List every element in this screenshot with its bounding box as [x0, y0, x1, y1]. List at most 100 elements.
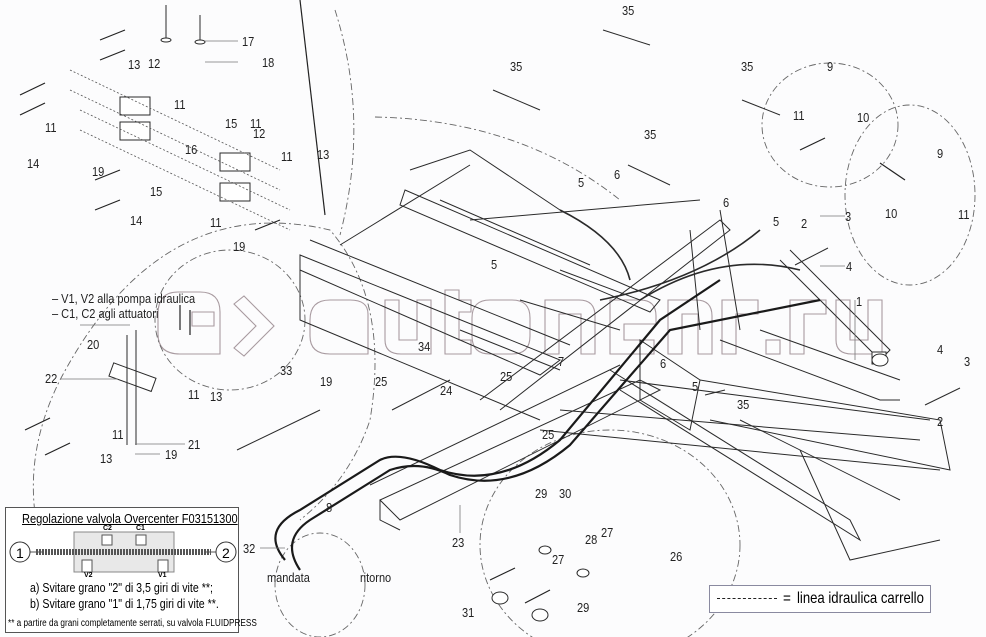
trailer-frame	[299, 149, 951, 561]
callout-29: 29	[577, 600, 590, 615]
callout-9: 9	[827, 59, 834, 74]
screw-label-2: 2	[222, 545, 230, 561]
callout-11: 11	[188, 387, 200, 402]
callout-11: 11	[112, 427, 124, 442]
callout-10: 10	[857, 110, 870, 125]
callout-22: 22	[45, 371, 58, 386]
watermark-logo	[157, 289, 883, 357]
callout-13: 13	[100, 451, 113, 466]
callout-2: 2	[801, 216, 808, 231]
overcenter-valve-section	[9, 531, 237, 573]
overcenter-title: Regolazione valvola Overcenter F03151300	[22, 511, 238, 526]
callout-35: 35	[622, 3, 635, 18]
callout-4: 4	[846, 259, 853, 274]
legend-text: linea idraulica carrello	[797, 590, 924, 607]
callout-33: 33	[280, 363, 293, 378]
overcenter-valve-exploded	[24, 305, 191, 456]
callout-8: 8	[326, 500, 333, 515]
callout-15: 15	[150, 184, 163, 199]
callout-14: 14	[27, 156, 40, 171]
callout-4: 4	[937, 342, 944, 357]
callout-11: 11	[45, 120, 57, 135]
callout-25: 25	[375, 374, 388, 389]
hydraulic-hose-long	[274, 279, 721, 561]
label-mandata: mandata	[267, 571, 310, 585]
valve-blocks-left	[19, 0, 326, 231]
callout-5: 5	[578, 175, 585, 190]
quick-couplers	[489, 545, 590, 622]
callout-6: 6	[723, 195, 730, 210]
callout-35: 35	[510, 59, 523, 74]
detail-circle-valves	[32, 222, 376, 541]
callout-25: 25	[542, 427, 555, 442]
callout-18: 18	[262, 55, 275, 70]
callout-2: 2	[937, 414, 944, 429]
callout-3: 3	[964, 354, 971, 369]
callout-5: 5	[491, 257, 498, 272]
note-c-ports: – C1, C2 agli attuatori	[52, 307, 159, 321]
callout-10: 10	[885, 206, 898, 221]
legend: = linea idraulica carrello	[709, 585, 931, 613]
callout-11: 11	[793, 108, 805, 123]
callout-15: 15	[225, 116, 238, 131]
callout-11: 11	[250, 116, 262, 131]
callout-16: 16	[185, 142, 198, 157]
port-label-v1: V1	[158, 572, 167, 579]
leader-lines	[60, 40, 856, 549]
callout-7: 7	[558, 354, 565, 369]
callout-12: 12	[253, 126, 266, 141]
callout-9: 9	[937, 146, 944, 161]
callout-35: 35	[741, 59, 754, 74]
label-ritorno: ritorno	[360, 571, 392, 585]
callout-34: 34	[418, 339, 431, 354]
callout-30: 30	[559, 486, 572, 501]
callout-35: 35	[737, 397, 750, 412]
callout-5: 5	[773, 214, 780, 229]
callout-19: 19	[165, 447, 178, 462]
callout-28: 28	[585, 532, 598, 547]
callout-3: 3	[845, 209, 852, 224]
port-label-v2: V2	[84, 572, 93, 579]
callout-14: 14	[130, 213, 143, 228]
detail-circle-fittings-2	[844, 104, 976, 286]
callout-21: 21	[188, 437, 201, 452]
callout-11: 11	[958, 207, 970, 222]
port-label-c2: C2	[103, 525, 112, 532]
callout-23: 23	[452, 535, 465, 550]
note-v-ports: – V1, V2 alla pompa idraulica	[52, 292, 196, 306]
callout-13: 13	[210, 389, 223, 404]
port-label-c1: C1	[136, 525, 145, 532]
callout-19: 19	[233, 239, 246, 254]
callout-25: 25	[500, 369, 513, 384]
adjustment-footnote: ** a partire da grani completamente serr…	[8, 618, 257, 629]
callout-24: 24	[440, 383, 453, 398]
callout-1: 1	[856, 294, 863, 309]
right-fittings	[794, 137, 961, 406]
callout-12: 12	[148, 56, 161, 71]
callout-11: 11	[281, 149, 293, 164]
callout-6: 6	[660, 356, 667, 371]
callout-31: 31	[462, 605, 475, 620]
callout-17: 17	[242, 34, 255, 49]
spring-clips	[236, 29, 781, 451]
callout-27: 27	[601, 525, 614, 540]
callout-19: 19	[92, 164, 105, 179]
callout-19: 19	[320, 374, 333, 389]
callout-32: 32	[243, 541, 256, 556]
adjustment-step-b: b) Svitare grano "1" di 1,75 giri di vit…	[30, 597, 219, 611]
dashed-line-symbol	[717, 598, 777, 599]
detail-circle-fittings-1	[761, 62, 899, 188]
callout-11: 11	[210, 215, 222, 230]
callout-20: 20	[87, 337, 100, 352]
callout-29: 29	[535, 486, 548, 501]
callout-11: 11	[174, 97, 186, 112]
callout-13: 13	[317, 147, 330, 162]
detail-circle-hoses	[274, 532, 366, 637]
callout-26: 26	[670, 549, 683, 564]
callout-6: 6	[614, 167, 621, 182]
callout-27: 27	[552, 552, 565, 567]
legend-equals: =	[783, 590, 791, 607]
callout-13: 13	[128, 57, 141, 72]
callout-35: 35	[644, 127, 657, 142]
detail-circle-couplers	[479, 429, 741, 637]
